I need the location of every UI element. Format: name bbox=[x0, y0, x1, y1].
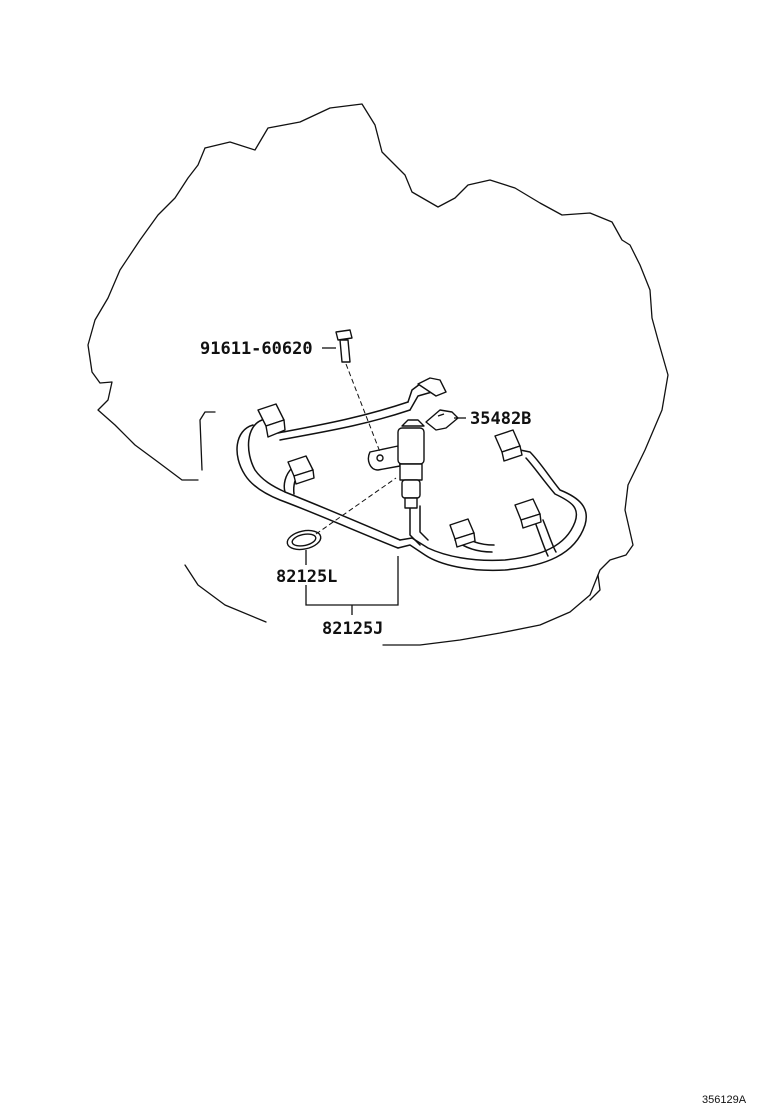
harness-connector bbox=[257, 403, 286, 438]
callout-bolt: 91611-60620 bbox=[200, 339, 313, 359]
o-ring bbox=[286, 529, 322, 551]
speed-sensor bbox=[367, 419, 425, 509]
harness-connector bbox=[449, 518, 476, 548]
transmission-case-outline bbox=[87, 103, 669, 646]
drawing-code: 356129A bbox=[702, 1094, 747, 1106]
harness-connector bbox=[287, 455, 315, 485]
assembly-line bbox=[315, 477, 397, 535]
callout-clamp: 35482B bbox=[470, 409, 531, 429]
callout-harness: 82125J bbox=[322, 619, 383, 639]
callout-o-ring: 82125L bbox=[276, 567, 337, 587]
harness-connector bbox=[514, 498, 542, 529]
bolt bbox=[335, 329, 353, 363]
harness-connector bbox=[494, 429, 523, 462]
harness-clamp bbox=[417, 377, 459, 431]
assembly-line bbox=[345, 363, 381, 453]
